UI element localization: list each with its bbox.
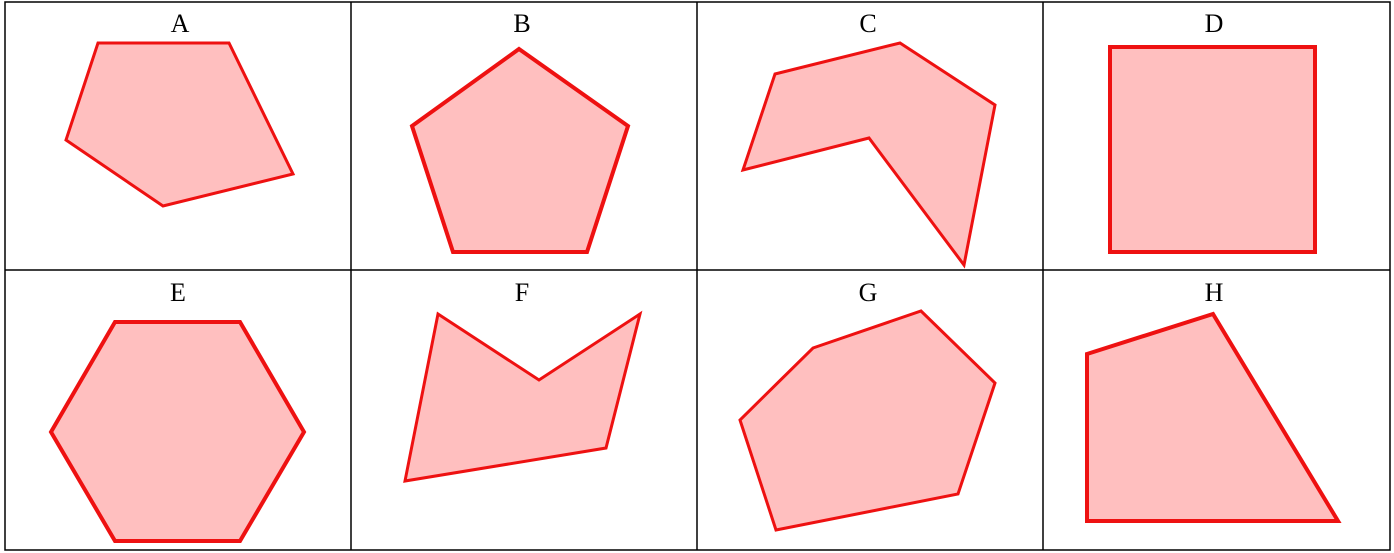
cell-label-c: C (859, 9, 876, 38)
cell-label-a: A (171, 9, 190, 38)
cell-label-g: G (859, 278, 878, 307)
concave-shape-c (740, 41, 997, 269)
cell-label-h: H (1205, 278, 1224, 307)
square-d (1108, 45, 1317, 254)
pentagon-regular-b (409, 46, 631, 254)
hexagon-regular-e (48, 320, 307, 543)
hexagon-irregular-g (738, 309, 997, 532)
pentagon-irregular-a (64, 41, 296, 208)
quadrilateral-h (1085, 311, 1342, 523)
cell-label-f: F (515, 278, 529, 307)
cell-label-d: D (1205, 9, 1224, 38)
cell-label-e: E (170, 278, 186, 307)
cell-label-b: B (513, 9, 530, 38)
concave-shape-f (403, 310, 643, 483)
